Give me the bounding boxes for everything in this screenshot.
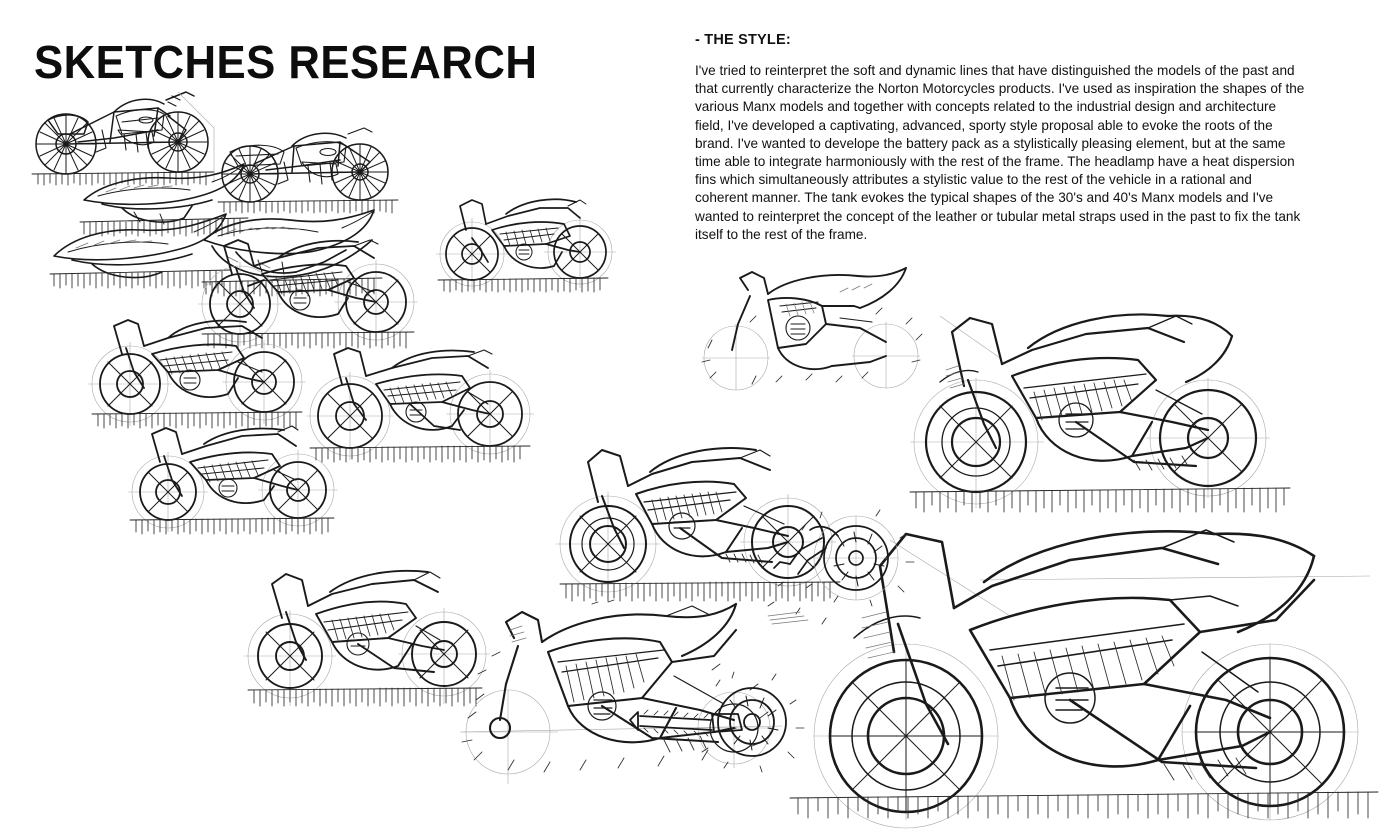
sport-concept-b-sketch — [232, 560, 492, 710]
front-end-detail-sketch — [760, 508, 920, 638]
streetfighter-concept-sketch — [428, 186, 618, 296]
page-title: SKETCHES RESEARCH — [34, 35, 538, 88]
naked-concept-c-sketch — [116, 412, 346, 537]
style-text-column: - THE STYLE: I've tried to reinterpret t… — [695, 32, 1307, 244]
tail-seat-study-a-sketch — [72, 160, 257, 240]
low-concept-sketch — [452, 599, 783, 790]
sport-concept-a-sketch — [540, 436, 850, 606]
cafe-racer-sketch — [208, 112, 408, 217]
tail-seat-study-b-sketch — [44, 212, 239, 290]
naked-concept-d-sketch — [292, 330, 542, 465]
hero-concept-main-sketch — [770, 520, 1390, 829]
hero-concept-upper-sketch — [880, 296, 1300, 516]
style-heading: - THE STYLE: — [695, 32, 791, 48]
vintage-manx-racer-sketch — [18, 72, 228, 187]
rear-wheel-detail-sketch — [620, 670, 810, 780]
tail-seat-study-c-sketch — [196, 206, 396, 301]
style-body-paragraph: I've tried to reinterpret the soft and d… — [695, 63, 1305, 242]
frame-study-sketch — [690, 262, 940, 392]
naked-concept-b-sketch — [74, 300, 314, 430]
naked-concept-a-sketch — [178, 222, 428, 352]
